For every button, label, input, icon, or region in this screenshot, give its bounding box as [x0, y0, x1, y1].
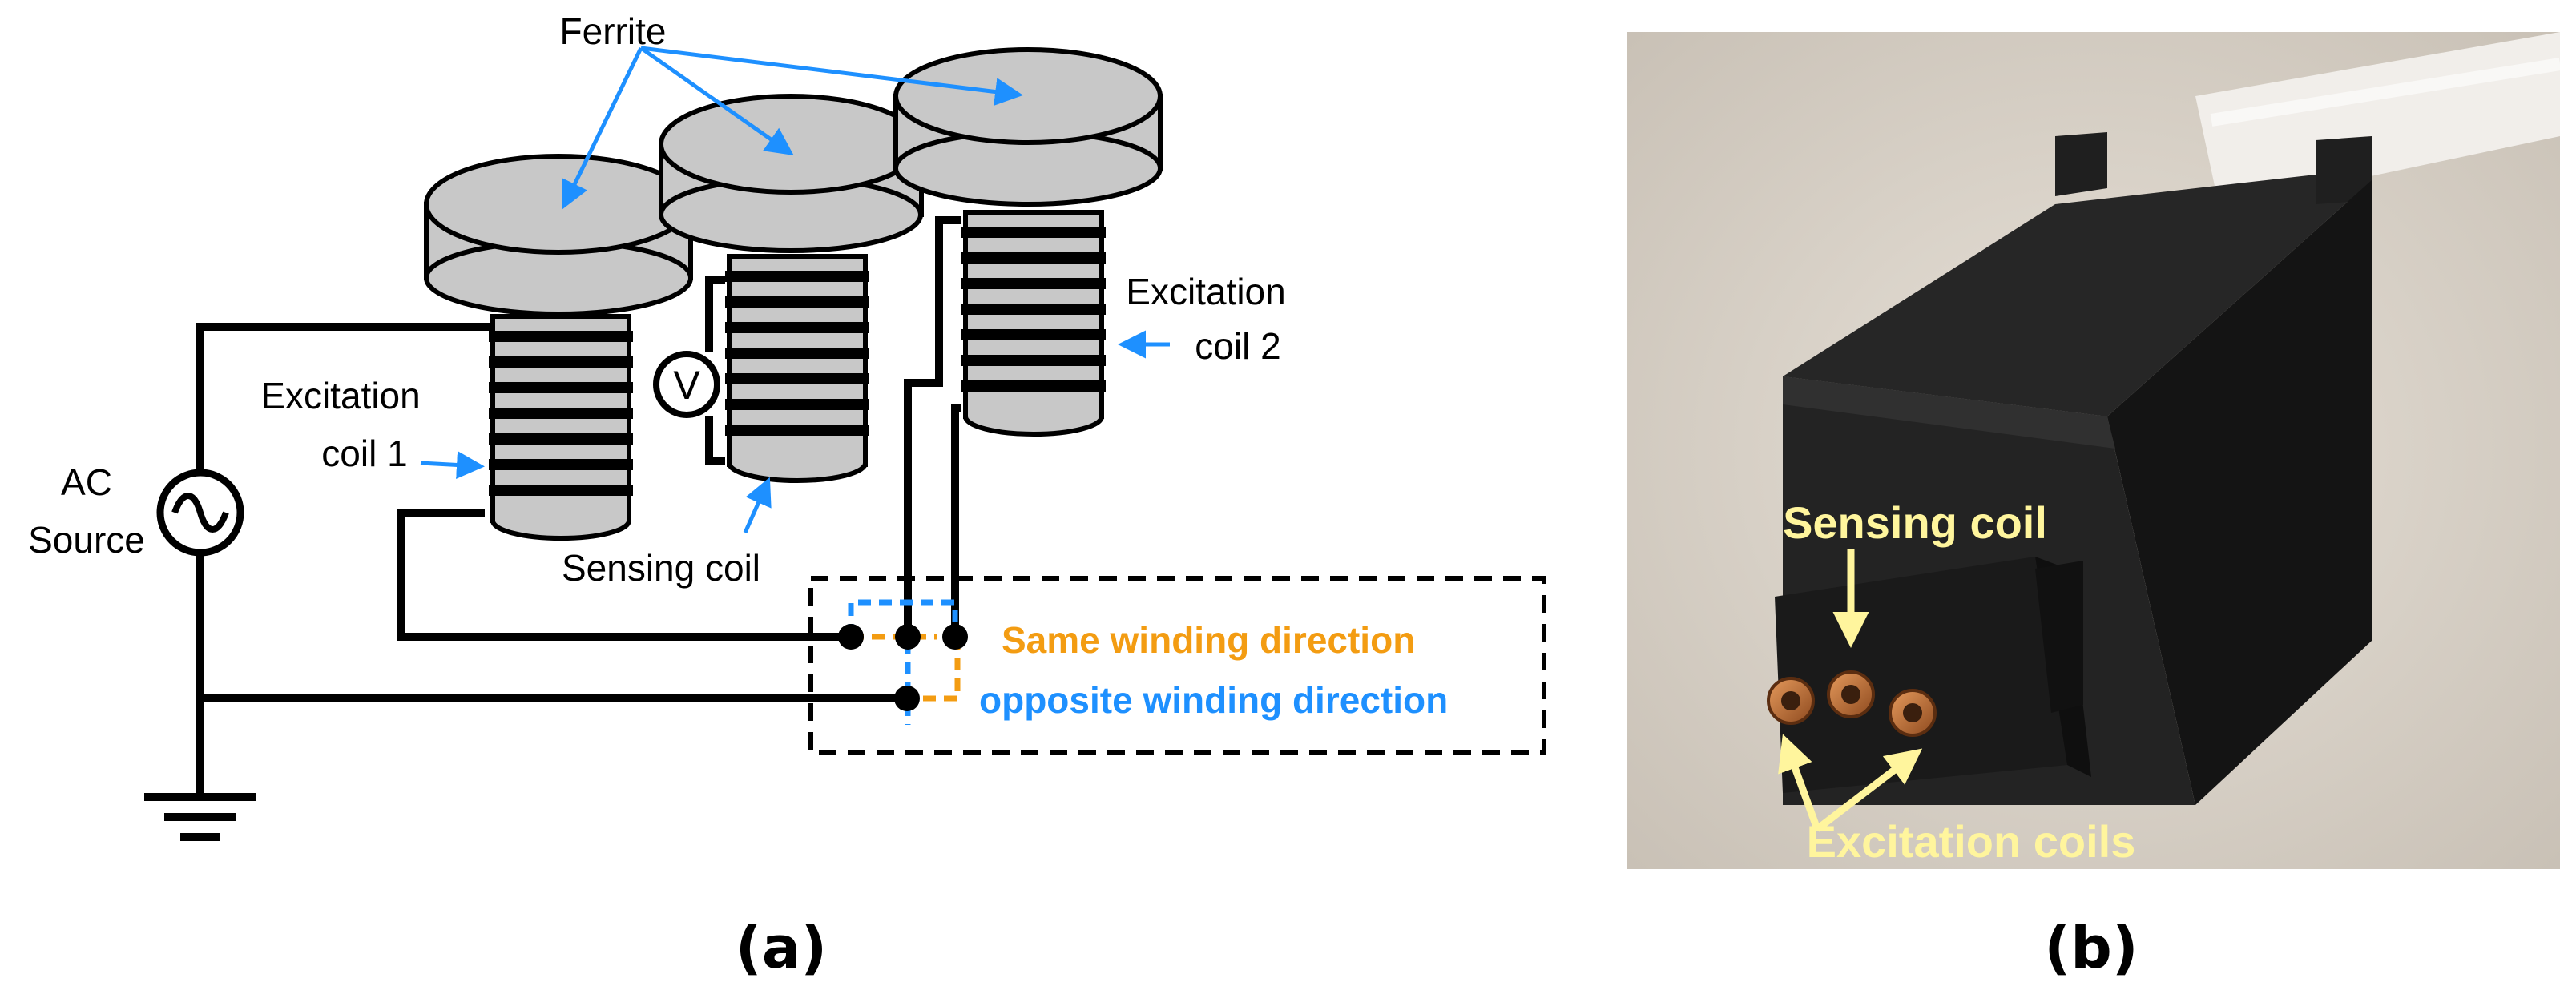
- excitation-coil-1: [489, 314, 633, 541]
- terminal-dot: [895, 624, 921, 650]
- same-winding-label: Same winding direction: [1002, 619, 1415, 661]
- ferrite-cap-1: [424, 154, 693, 316]
- excitation-coil-1-label-line2: coil 1: [321, 433, 407, 474]
- ac-source-label-line2: Source: [28, 519, 145, 561]
- excitation-coil-1-label-line1: Excitation: [260, 375, 420, 416]
- probe-nose: [1775, 557, 2091, 793]
- annotation-arrows: [420, 46, 1170, 534]
- panel-b-photo: Sensing coil Excitation coils (b): [1627, 32, 2562, 981]
- excitation-coil-2: [961, 210, 1106, 437]
- ferrite-cap-2: [659, 94, 924, 253]
- voltmeter-symbol: V: [653, 351, 720, 418]
- photo-arrows: [1778, 549, 1923, 832]
- terminal-dot: [894, 686, 920, 711]
- terminal-dots: [838, 624, 968, 711]
- cable: [2195, 32, 2562, 208]
- sensing-coil-label: Sensing coil: [562, 547, 760, 589]
- panel-a-label: (a): [736, 914, 827, 981]
- ac-source-symbol: [156, 469, 244, 557]
- circuit-wires: [196, 216, 961, 793]
- terminal-dot: [838, 624, 864, 650]
- terminal-box: [808, 576, 1546, 755]
- panel-a-schematic: V Ferrite Excitation: [28, 10, 1546, 981]
- photo-excitation-coils-label: Excitation coils: [1807, 816, 2136, 867]
- voltmeter-label: V: [673, 363, 700, 408]
- ac-source-label-line1: AC: [61, 461, 112, 503]
- excitation-coil-2-label-line1: Excitation: [1126, 271, 1285, 312]
- panel-b-label: (b): [2044, 914, 2138, 981]
- ground-symbol: [144, 793, 256, 841]
- opposite-winding-label: opposite winding direction: [979, 679, 1448, 721]
- excitation-coil-2-label-line2: coil 2: [1195, 325, 1280, 367]
- ferrite-cap-3: [893, 47, 1163, 207]
- sensing-coil: [725, 254, 869, 483]
- photo-sensing-coil-label: Sensing coil: [1783, 497, 2047, 548]
- terminal-dot: [942, 624, 968, 650]
- coil-ends: [1767, 670, 1937, 737]
- ferrite-label: Ferrite: [560, 10, 667, 52]
